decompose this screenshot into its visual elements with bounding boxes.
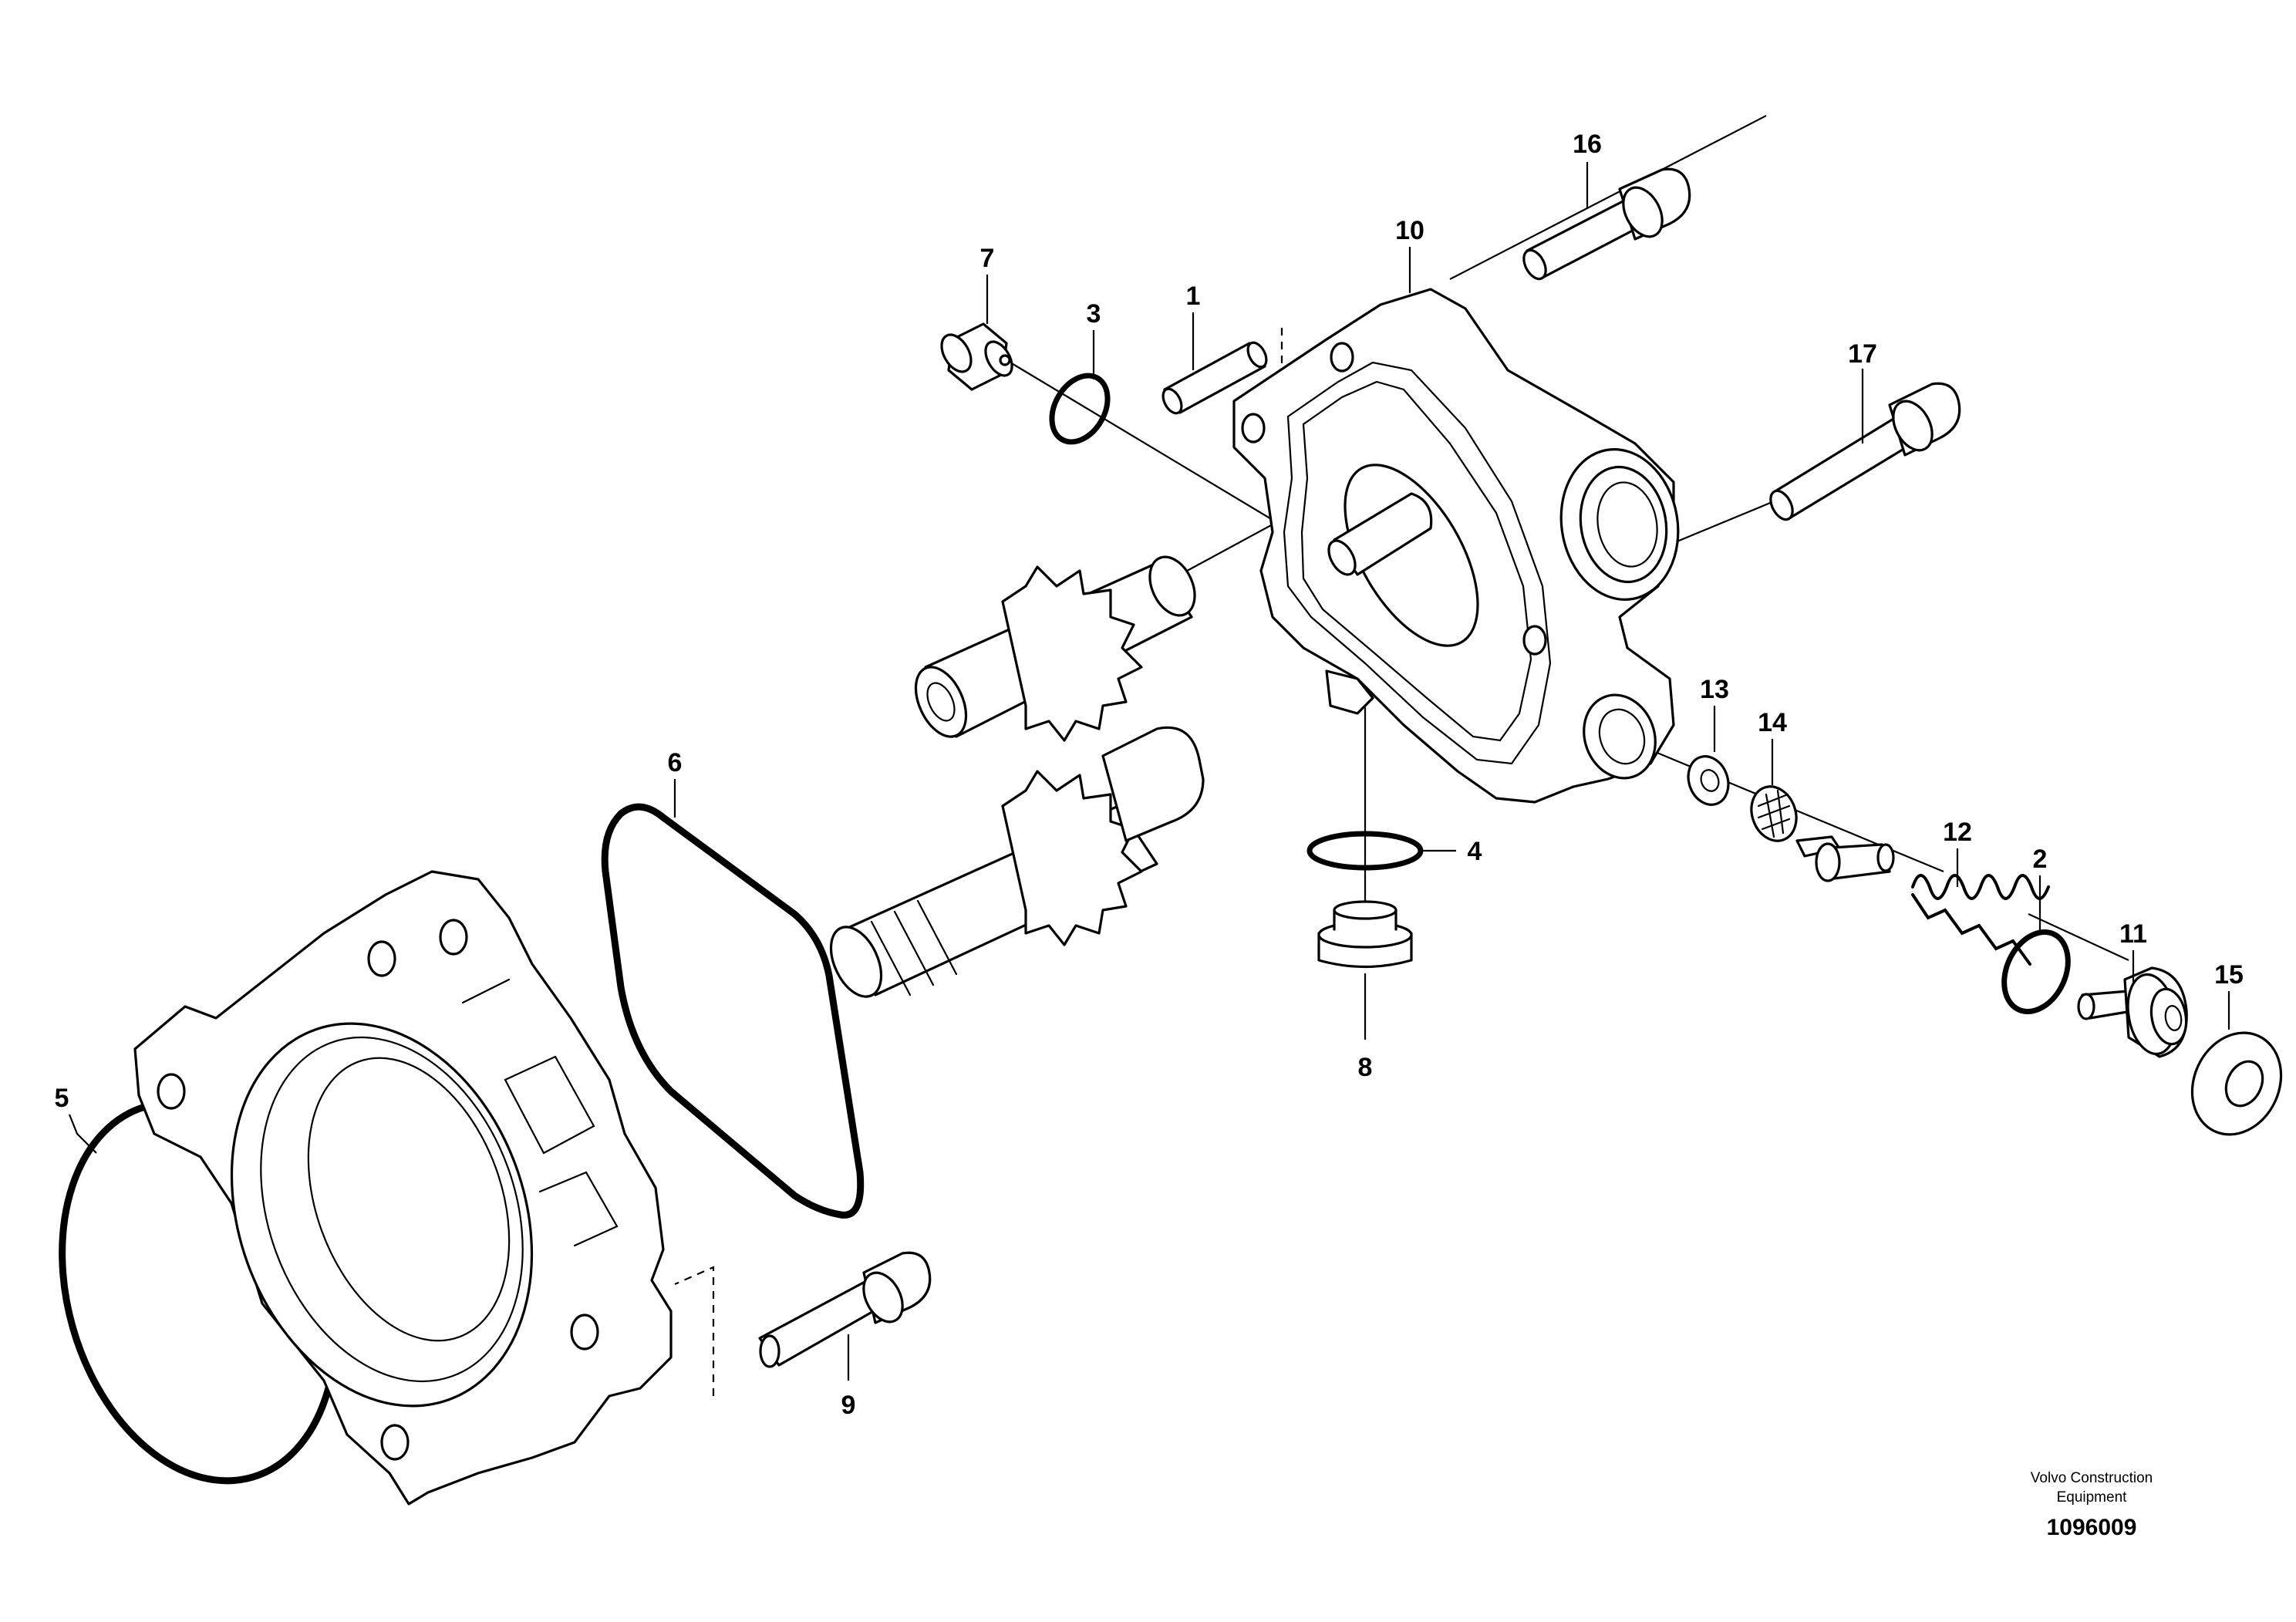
- callout-leaders: [68, 162, 2230, 1381]
- callout-1: 1: [1186, 282, 1201, 311]
- callout-17: 17: [1848, 339, 1877, 369]
- callout-5: 5: [55, 1084, 69, 1113]
- callout-7: 7: [980, 244, 995, 273]
- callout-10: 10: [1395, 216, 1424, 245]
- part-11-plug: [2077, 966, 2188, 1058]
- callout-13: 13: [1700, 675, 1729, 704]
- callout-4: 4: [1468, 837, 1482, 866]
- part-1-dowel-pin: [1161, 341, 1268, 415]
- callout-9: 9: [841, 1391, 856, 1420]
- part-6-gasket: [601, 803, 865, 1219]
- part-12-spring: [1911, 874, 2050, 966]
- callout-2: 2: [2033, 845, 2048, 874]
- callout-3: 3: [1087, 299, 1101, 329]
- gear-shaft-lower: [829, 726, 1205, 998]
- drawing-number: 1096009: [2047, 1515, 2137, 1540]
- part-2-o-ring: [2001, 929, 2071, 1015]
- part-17-cap-screw: [1769, 382, 1961, 521]
- part-3-o-ring: [1049, 373, 1111, 445]
- callout-6: 6: [668, 748, 683, 777]
- callout-14: 14: [1758, 708, 1787, 737]
- callout-8: 8: [1358, 1053, 1373, 1082]
- part-9-cap-screw: [758, 1251, 932, 1368]
- part-7-plug: [940, 322, 1013, 391]
- callout-12: 12: [1943, 818, 1972, 847]
- callout-11: 11: [2119, 919, 2147, 949]
- callout-16: 16: [1573, 130, 1602, 159]
- callout-labels: 1 2 3 4 5 6 7 8 9 10 11 12 13 14 15 16 1…: [55, 130, 2244, 1420]
- drawing-footer: Volvo Construction Equipment 1096009: [2031, 1470, 2153, 1540]
- part-8-plug: [1317, 900, 1413, 969]
- pump-front-housing: [133, 870, 673, 1506]
- part-10-rear-housing: [1232, 288, 1680, 804]
- publisher-line-1: Volvo Construction: [2031, 1470, 2153, 1486]
- valve-spool: [1795, 835, 1895, 882]
- callout-15: 15: [2214, 960, 2244, 990]
- publisher-line-2: Equipment: [2057, 1489, 2128, 1506]
- gear-shaft-upper: [914, 555, 1196, 742]
- part-14-filter: [1750, 785, 1798, 842]
- part-16-cap-screw: [1522, 167, 1691, 281]
- part-13-washer: [1687, 755, 1730, 806]
- part-15-washer: [2190, 1031, 2283, 1136]
